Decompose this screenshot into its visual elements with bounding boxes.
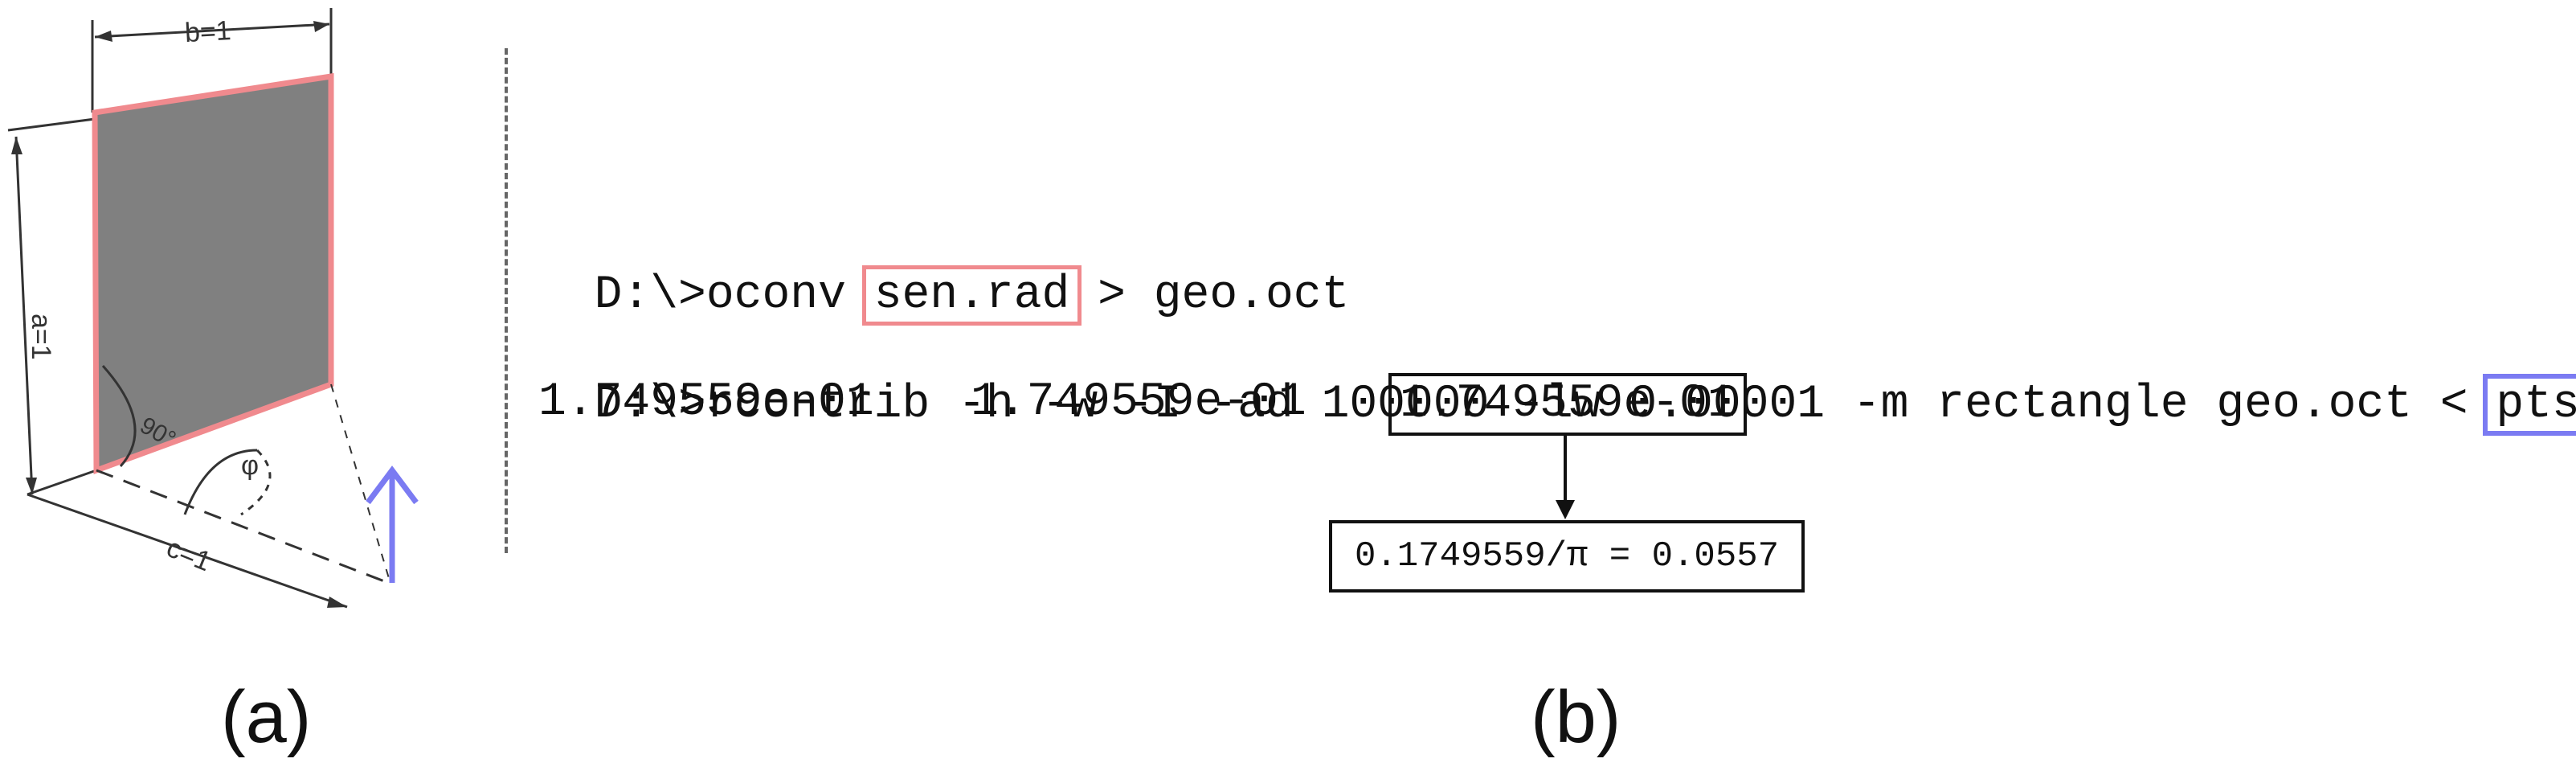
- oconv-suffix: > geo.oct: [1069, 269, 1350, 322]
- sen-rad-file-highlight: sen.rad: [861, 265, 1082, 326]
- panel-divider: [505, 48, 508, 553]
- caption-a: (a): [221, 676, 312, 758]
- oconv-command-line: D:\>oconv sen.rad > geo.oct: [538, 211, 1350, 326]
- dimension-a-label: a=1: [26, 314, 56, 360]
- output-value-1: 1.749559e-01: [538, 376, 874, 429]
- formula-box: 0.1749559/π = 0.0557: [1329, 520, 1805, 593]
- output-value-2: 1.749559e-01: [971, 376, 1306, 429]
- dimension-c-label: c=1: [162, 532, 215, 577]
- oconv-prefix: D:\>oconv: [594, 269, 874, 322]
- dimension-b-label: b=1: [184, 15, 232, 48]
- connector-arrowhead: [1556, 500, 1575, 519]
- output-value-3-highlight: 1.749559e-01: [1388, 373, 1747, 436]
- phi-angle-label: φ: [241, 450, 259, 481]
- connector-line: [1564, 436, 1567, 505]
- rectangle-sensor-sketch: b=1 a=1 90° φ c=1: [7, 8, 419, 609]
- rectangle-panel: [92, 72, 334, 475]
- rcontrib-command-line: D:\>rcontrib -h -w -I -ad 100000 -lw 0.0…: [538, 321, 2576, 436]
- pts-txt-file-highlight: pts.txt: [2483, 374, 2576, 436]
- rcontrib-command: D:\>rcontrib -h -w -I -ad 100000 -lw 0.0…: [594, 379, 2496, 431]
- caption-b: (b): [1531, 676, 1621, 758]
